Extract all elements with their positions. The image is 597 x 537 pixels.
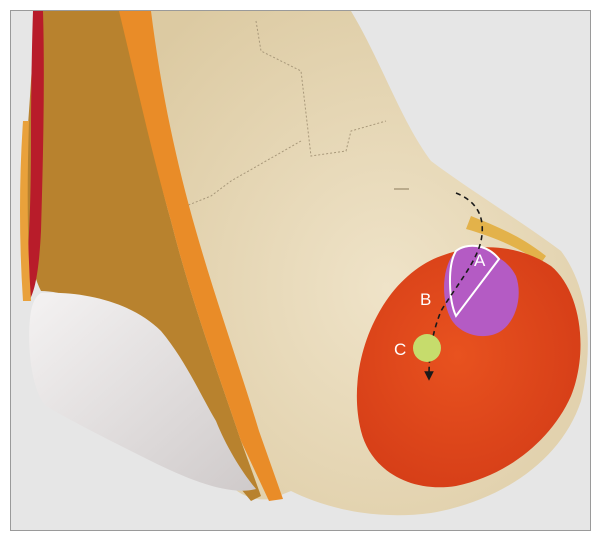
illustration-frame: A B C [10,10,591,531]
marker-c-dot [413,334,441,362]
label-b: B [420,290,431,309]
label-c: C [394,340,406,359]
label-a: A [474,251,486,270]
anatomical-illustration: A B C [11,11,591,531]
